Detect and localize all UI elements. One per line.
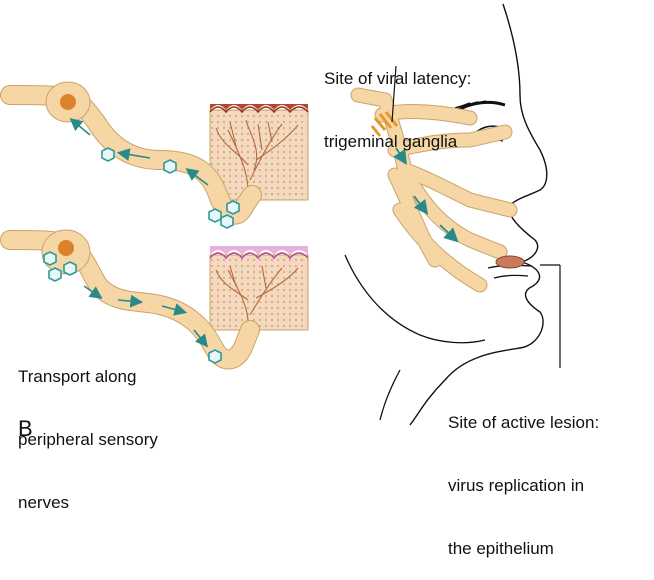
- transport-label-line1: Transport along: [18, 366, 158, 387]
- transport-label: Transport along peripheral sensory nerve…: [18, 324, 158, 534]
- lesion-label: Site of active lesion: virus replication…: [448, 370, 599, 580]
- panel-letter: B: [18, 418, 33, 439]
- transport-label-line3: nerves: [18, 492, 158, 513]
- transport-label-line2: peripheral sensory: [18, 429, 158, 450]
- lesion-label-line1: Site of active lesion:: [448, 412, 599, 433]
- upper-nerve-panel: [10, 82, 308, 228]
- latency-label-line2: trigeminal ganglia: [324, 131, 471, 152]
- lower-skin-block: [210, 246, 308, 330]
- lesion-label-line3: the epithelium: [448, 538, 599, 559]
- lower-cell-body-nucleus: [58, 240, 74, 256]
- lesion-label-line2: virus replication in: [448, 475, 599, 496]
- latency-label-line1: Site of viral latency:: [324, 68, 471, 89]
- neck-line: [380, 370, 400, 420]
- latency-label: Site of viral latency: trigeminal gangli…: [324, 26, 471, 173]
- upper-cell-body-nucleus: [60, 94, 76, 110]
- lip-lesion: [496, 256, 524, 268]
